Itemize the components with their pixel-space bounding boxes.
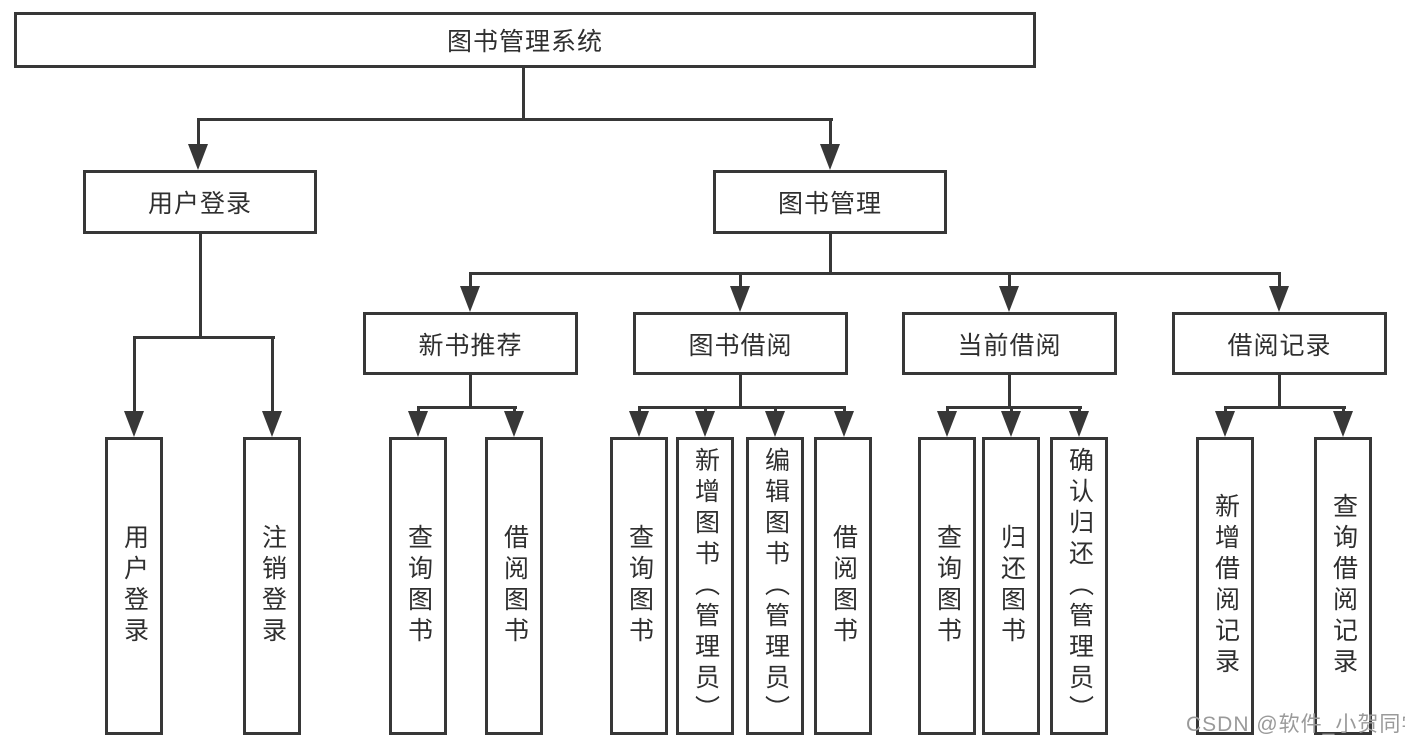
connector-drop-recommend	[469, 272, 472, 292]
connector-user-login-junction	[133, 336, 275, 339]
connector-drop-leaf-logout	[271, 336, 274, 416]
arrowhead-current	[999, 286, 1019, 312]
arrowhead-borrowing	[730, 286, 750, 312]
leaf-query-books-current: 查询图书	[918, 437, 976, 735]
leaf-borrow-books-recommend: 借阅图书	[485, 437, 543, 735]
leaf-return-books-label: 归还图书	[997, 524, 1026, 648]
connector-borrowing-stem	[739, 375, 742, 409]
leaf-query-books-current-label: 查询图书	[933, 524, 962, 648]
arrowhead-leaf-13	[1333, 411, 1353, 437]
leaf-logout-login-label: 注销登录	[258, 524, 287, 648]
connector-current-stem	[1008, 375, 1011, 409]
arrowhead-leaf-11	[1069, 411, 1089, 437]
arrowhead-leaf-7	[765, 411, 785, 437]
arrowhead-leaf-login	[124, 411, 144, 437]
node-borrowing-records: 借阅记录	[1172, 312, 1387, 375]
node-current-borrowing: 当前借阅	[902, 312, 1117, 375]
connector-book-mgmt-trunk	[829, 234, 832, 275]
connector-recommend-stem	[469, 375, 472, 409]
arrowhead-records	[1269, 286, 1289, 312]
leaf-query-borrow-record-label: 查询借阅记录	[1329, 493, 1358, 679]
leaf-logout-login: 注销登录	[243, 437, 301, 735]
leaf-query-borrow-record: 查询借阅记录	[1314, 437, 1372, 735]
node-borrowing-records-label: 借阅记录	[1227, 331, 1332, 360]
arrowhead-leaf-8	[834, 411, 854, 437]
connector-drop-records	[1278, 272, 1281, 292]
node-book-borrowing-label: 图书借阅	[688, 331, 793, 360]
leaf-add-borrow-record-label: 新增借阅记录	[1211, 493, 1240, 679]
node-book-management: 图书管理	[713, 170, 947, 234]
leaf-user-login-label: 用户登录	[120, 524, 149, 648]
arrowhead-user-login	[188, 144, 208, 170]
node-current-borrowing-label: 当前借阅	[957, 331, 1062, 360]
arrowhead-leaf-9	[937, 411, 957, 437]
arrowhead-leaf-12	[1215, 411, 1235, 437]
arrowhead-leaf-5	[629, 411, 649, 437]
arrowhead-leaf-logout	[262, 411, 282, 437]
connector-borrowing-junction	[638, 406, 846, 409]
node-book-borrowing: 图书借阅	[633, 312, 848, 375]
connector-drop-borrowing	[739, 272, 742, 292]
connector-drop-leaf-login	[133, 336, 136, 416]
leaf-query-books-borrowing-label: 查询图书	[625, 524, 654, 648]
node-user-login-label: 用户登录	[147, 190, 252, 218]
leaf-query-books-recommend-label: 查询图书	[404, 524, 433, 648]
leaf-add-books-admin-label: 新增图书（管理员）	[691, 446, 720, 726]
connector-drop-user-login	[197, 118, 200, 148]
arrowhead-recommend	[460, 286, 480, 312]
leaf-add-borrow-record: 新增借阅记录	[1196, 437, 1254, 735]
connector-level3-branch	[469, 272, 1281, 275]
arrowhead-leaf-10	[1001, 411, 1021, 437]
arrowhead-leaf-3	[408, 411, 428, 437]
connector-level2-branch	[197, 118, 833, 121]
connector-root-trunk	[522, 68, 525, 121]
connector-user-login-stem	[199, 234, 202, 339]
csdn-watermark: CSDN @软件_小贺同学	[1186, 713, 1405, 736]
leaf-borrow-books: 借阅图书	[814, 437, 872, 735]
connector-drop-current	[1008, 272, 1011, 292]
node-new-book-recommend: 新书推荐	[363, 312, 578, 375]
leaf-confirm-return-admin: 确认归还（管理员）	[1050, 437, 1108, 735]
leaf-borrow-books-recommend-label: 借阅图书	[500, 524, 529, 648]
node-new-book-recommend-label: 新书推荐	[418, 331, 523, 360]
node-book-management-label: 图书管理	[777, 190, 882, 218]
leaf-user-login: 用户登录	[105, 437, 163, 735]
leaf-query-books-recommend: 查询图书	[389, 437, 447, 735]
leaf-add-books-admin: 新增图书（管理员）	[676, 437, 734, 735]
connector-recommend-junction	[417, 406, 517, 409]
leaf-edit-books-admin-label: 编辑图书（管理员）	[761, 446, 790, 726]
arrowhead-leaf-6	[695, 411, 715, 437]
connector-current-junction	[946, 406, 1082, 409]
node-user-login: 用户登录	[83, 170, 317, 234]
leaf-edit-books-admin: 编辑图书（管理员）	[746, 437, 804, 735]
connector-drop-book-mgmt	[829, 118, 832, 148]
leaf-query-books-borrowing: 查询图书	[610, 437, 668, 735]
connector-records-stem	[1278, 375, 1281, 409]
connector-records-junction	[1224, 406, 1346, 409]
node-library-system-label: 图书管理系统	[446, 28, 603, 56]
leaf-confirm-return-admin-label: 确认归还（管理员）	[1065, 446, 1094, 726]
leaf-return-books: 归还图书	[982, 437, 1040, 735]
arrowhead-leaf-4	[504, 411, 524, 437]
node-library-system: 图书管理系统	[14, 12, 1036, 68]
arrowhead-book-mgmt	[820, 144, 840, 170]
leaf-borrow-books-label: 借阅图书	[829, 524, 858, 648]
